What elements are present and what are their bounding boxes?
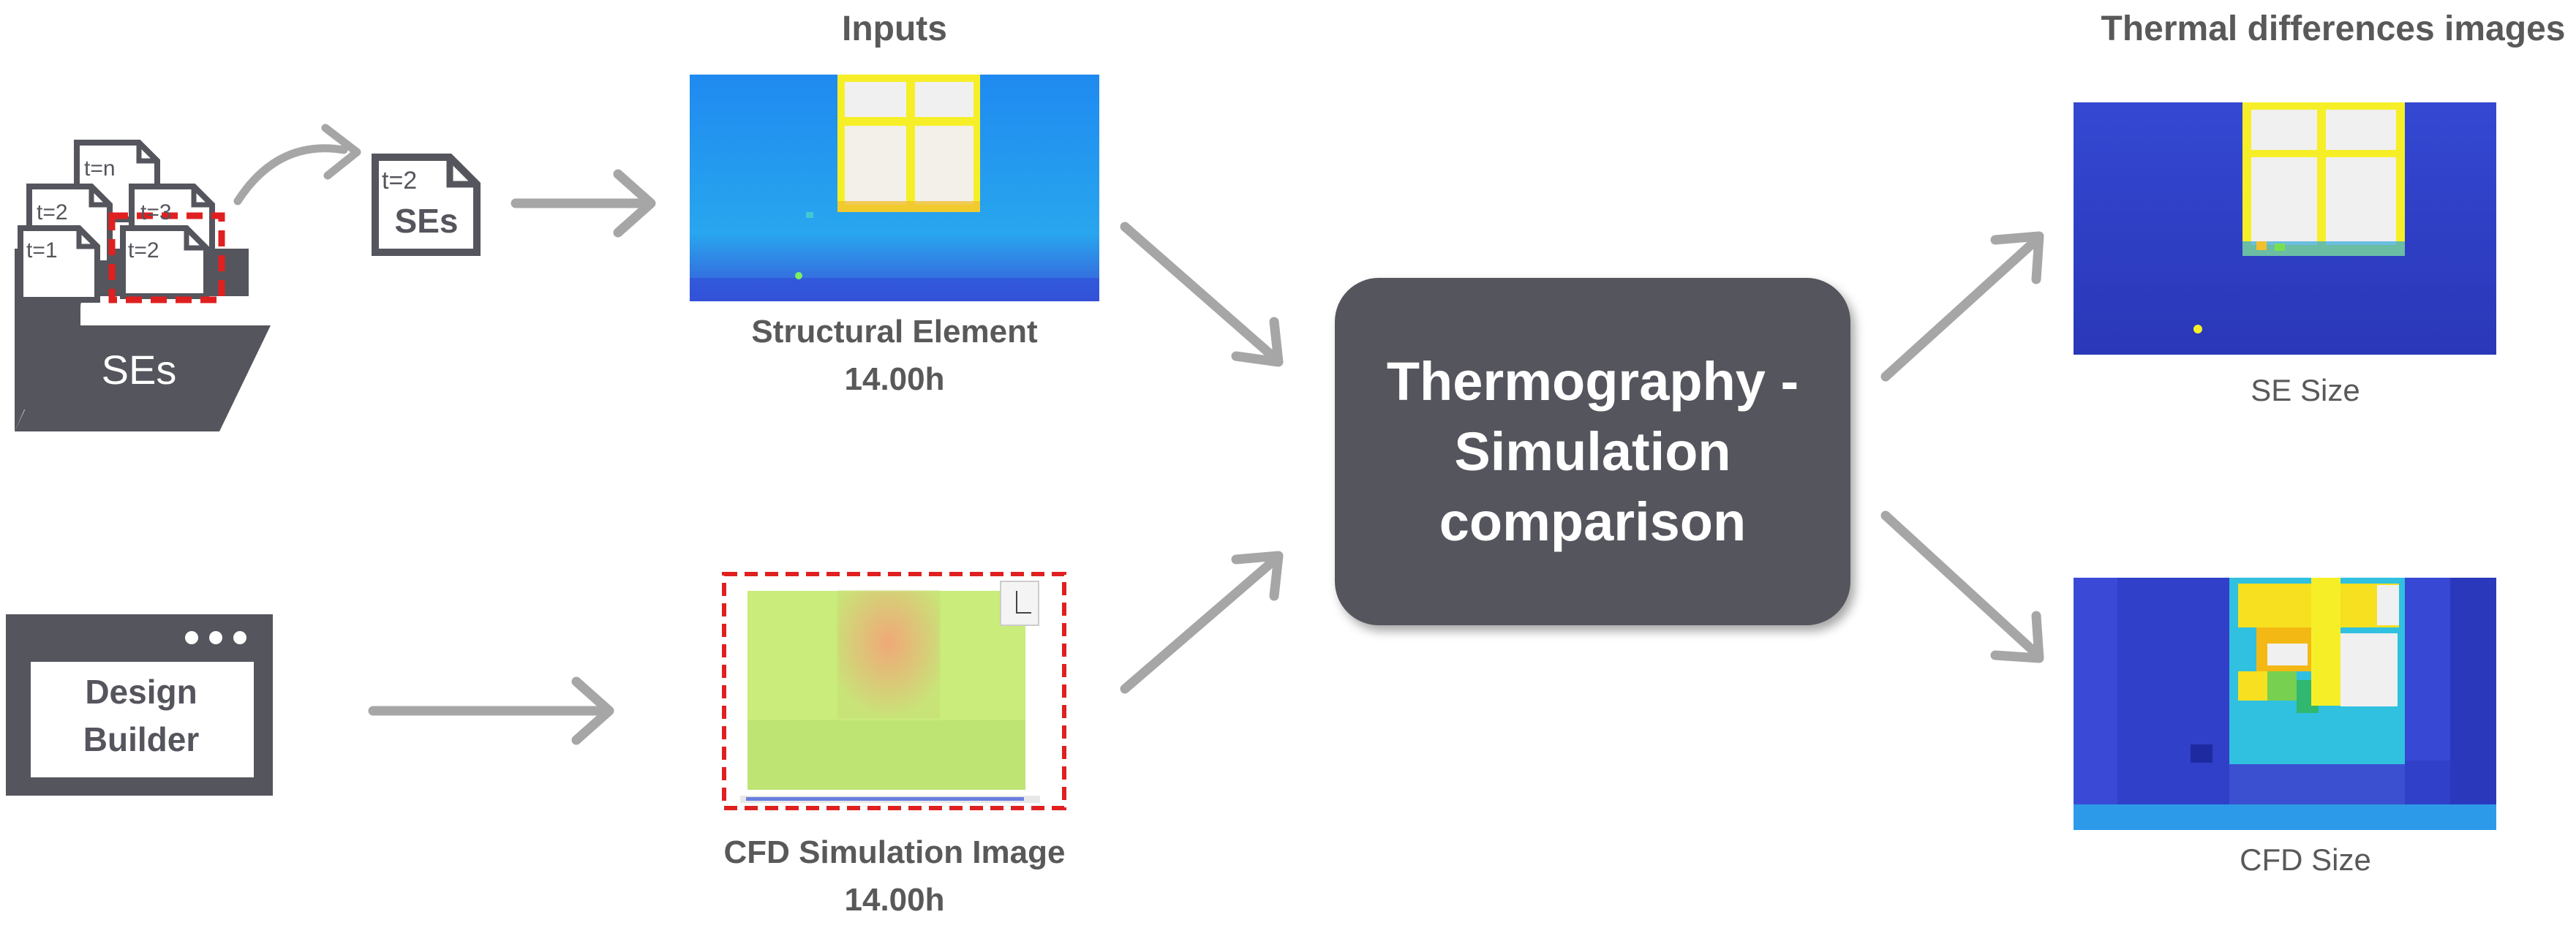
single-file-label: SEs <box>395 202 459 240</box>
structural-element-thermal-image <box>690 75 1099 301</box>
curved-arrow-icon <box>233 124 361 205</box>
folder-card-label-t-2-selected: t=2 <box>128 238 159 263</box>
file-card-t-1 <box>18 225 100 303</box>
single-file-icon <box>372 154 481 256</box>
process-box: Thermography - Simulation comparison <box>1335 278 1850 625</box>
folder-card-label-t-2-back: t=2 <box>37 200 68 225</box>
outputs-title: Thermal differences images <box>2101 10 2566 48</box>
cfd-image-title: CFD Simulation Image <box>724 834 1066 870</box>
cfd-image-time: 14.00h <box>845 882 945 918</box>
arrow-right-icon <box>511 169 656 238</box>
process-line3: comparison <box>1439 491 1747 552</box>
se-size-difference-image <box>2074 102 2496 355</box>
single-file-tag: t=2 <box>382 167 417 195</box>
folder-card-label-t-1: t=1 <box>26 238 58 263</box>
cfd-simulation-image <box>722 572 1066 810</box>
cfd-size-difference-image <box>2074 578 2496 830</box>
design-builder-line1: Design <box>85 673 197 711</box>
structural-element-title: Structural Element <box>751 314 1038 350</box>
file-card-t-2-selected <box>108 212 225 303</box>
arrow-up-right-icon <box>1880 231 2044 382</box>
folder-card-label-t-n: t=n <box>84 156 116 181</box>
arrow-right-icon <box>368 676 614 745</box>
arrow-down-right-icon <box>1880 510 2044 663</box>
structural-element-time: 14.00h <box>845 361 945 397</box>
folder-icon <box>15 140 271 431</box>
design-builder-window-icon <box>6 614 273 796</box>
process-line1: Thermography - <box>1386 350 1799 412</box>
inputs-title: Inputs <box>842 10 947 48</box>
folder-card-label-t-3: t=3 <box>140 200 172 225</box>
process-title: Thermography - Simulation comparison <box>1335 347 1850 557</box>
process-line2: Simulation <box>1454 420 1731 482</box>
folder-label: SEs <box>102 347 177 393</box>
arrow-down-right-icon <box>1120 222 1284 367</box>
se-size-label: SE Size <box>2251 373 2360 407</box>
arrow-up-right-icon <box>1120 551 1284 694</box>
design-builder-line2: Builder <box>83 720 200 758</box>
cfd-size-label: CFD Size <box>2240 842 2371 877</box>
